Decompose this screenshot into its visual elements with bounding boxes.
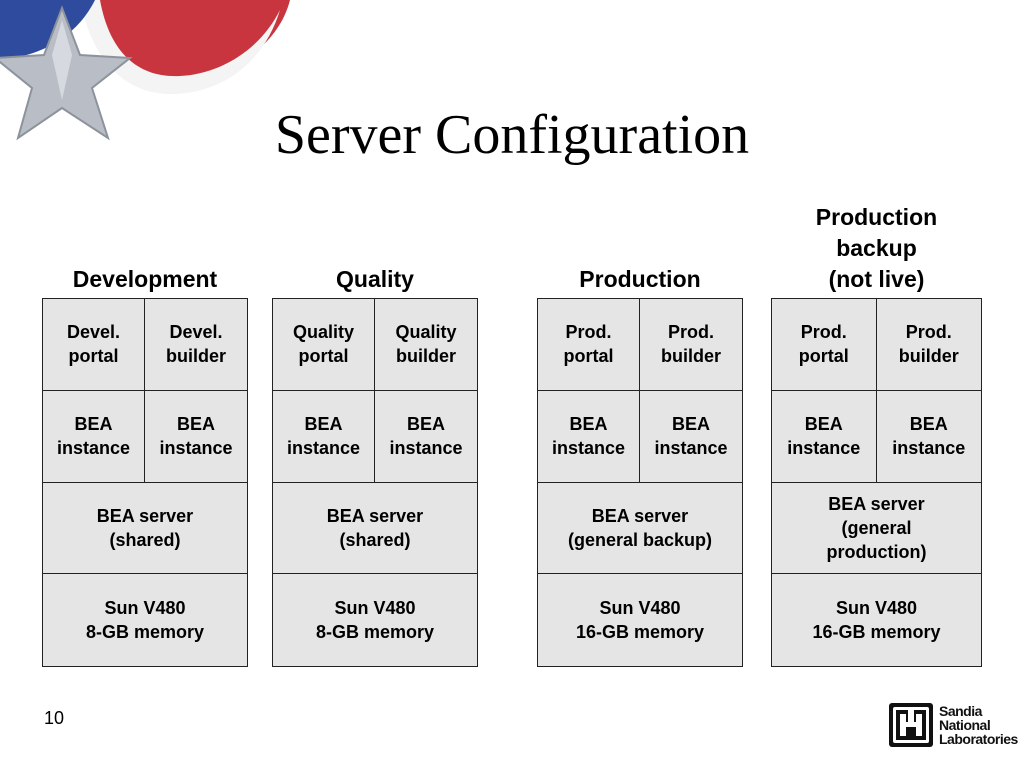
bea-instance-cell: BEA instance [876,390,981,483]
column-label-development: Development [72,266,218,292]
star-highlight [52,20,72,100]
portal-cell: Prod. portal [538,299,640,391]
portal-cell: Quality portal [273,299,375,391]
hardware-cell: Sun V480 16-GB memory [538,574,742,666]
production-backup-stack: Prod. portal Prod. builder BEA instance … [771,298,982,667]
bea-server-cell: BEA server (shared) [273,482,477,575]
bea-instance-cell: BEA instance [273,390,375,483]
column-label-production-backup: Production backup (not live) [815,204,938,292]
portal-cell: Prod. portal [772,299,877,391]
bea-instance-cell: BEA instance [43,390,145,483]
bea-server-cell: BEA server (general production) [772,482,981,575]
hardware-cell: Sun V480 16-GB memory [772,574,981,666]
column-label-production: Production [579,266,701,292]
white-stripe [80,0,280,95]
sandia-thunderbird-icon [889,703,933,747]
quality-stack: Quality portal Quality builder BEA insta… [272,298,478,667]
builder-cell: Quality builder [375,299,477,391]
builder-cell: Devel. builder [145,299,247,391]
flag-star-graphic [0,0,290,141]
portal-cell: Devel. portal [43,299,145,391]
production-stack: Prod. portal Prod. builder BEA instance … [537,298,743,667]
builder-cell: Prod. builder [640,299,742,391]
bea-server-cell: BEA server (shared) [43,482,247,575]
sandia-logo: Sandia National Laboratories [888,702,1018,748]
builder-cell: Prod. builder [876,299,981,391]
slide-title: Server Configuration [274,104,750,166]
hardware-cell: Sun V480 8-GB memory [273,574,477,666]
column-label-quality: Quality [336,266,414,292]
bea-instance-cell: BEA instance [375,390,477,483]
bea-instance-cell: BEA instance [640,390,742,483]
hardware-cell: Sun V480 8-GB memory [43,574,247,666]
blue-swoosh [0,0,95,60]
page-number: 10 [44,708,65,728]
bea-instance-cell: BEA instance [772,390,877,483]
logo-text: Sandia National Laboratories [939,703,1018,747]
bea-instance-cell: BEA instance [145,390,247,483]
development-stack: Devel. portal Devel. builder BEA instanc… [42,298,248,667]
bea-instance-cell: BEA instance [538,390,640,483]
bea-server-cell: BEA server (general backup) [538,482,742,575]
